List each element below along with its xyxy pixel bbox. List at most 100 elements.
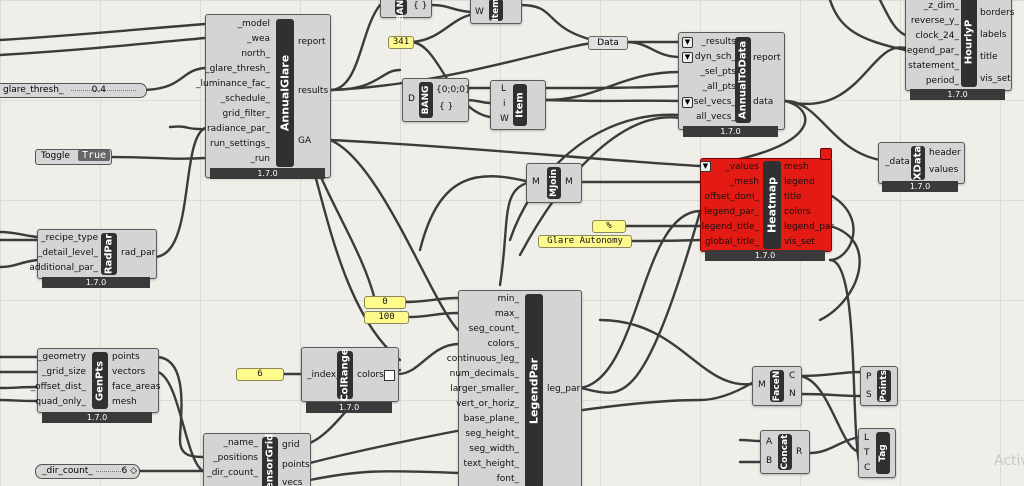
item-mid-component[interactable]: L i W Item xyxy=(490,80,546,130)
item-mid-input-w[interactable]: W xyxy=(500,114,509,124)
output-points[interactable]: points xyxy=(282,460,310,470)
facen-input-m[interactable]: M xyxy=(758,380,766,390)
input-period[interactable]: period_ xyxy=(925,76,959,86)
input-offset-dom[interactable]: offset_dom_ xyxy=(704,192,759,202)
input-additional-par[interactable]: additional_par_ xyxy=(29,263,98,273)
facen-output-c[interactable]: C xyxy=(789,371,796,381)
heatmap-component[interactable]: ▼ _values _mesh offset_dom_ legend_par_ … xyxy=(700,158,834,252)
radpar-component[interactable]: _recipe_type _detail_level_ additional_p… xyxy=(29,229,157,279)
bang-top-component[interactable]: BANG { } xyxy=(380,0,432,21)
output-legend[interactable]: legend xyxy=(784,177,815,187)
concat-component[interactable]: A B Concat R xyxy=(760,430,810,474)
slider-track[interactable] xyxy=(96,471,121,472)
input-continuous-leg[interactable]: continuous_leg_ xyxy=(446,354,519,364)
input-sel-vecs[interactable]: sel_vecs_ xyxy=(693,97,736,107)
slider-track[interactable] xyxy=(71,90,136,91)
input-luminance-fac[interactable]: _luminance_fac_ xyxy=(195,79,270,89)
output-report[interactable]: report xyxy=(298,37,326,47)
heatmap-status-indicator[interactable] xyxy=(820,148,832,160)
panel-341[interactable]: 341 xyxy=(388,36,414,49)
mjoin-input-m[interactable]: M xyxy=(532,177,540,187)
dir-count-slider[interactable]: _dir_count_ 6 ◇ xyxy=(35,464,140,479)
input-dir-count[interactable]: _dir_count_ xyxy=(207,468,258,478)
input-seg-count[interactable]: seg_count_ xyxy=(468,324,519,334)
item-top-input-w[interactable]: W xyxy=(475,7,484,17)
input-recipe-type[interactable]: _recipe_type xyxy=(41,233,98,243)
input-dyn-sch[interactable]: dyn_sch_ xyxy=(694,52,736,62)
input-glare-thresh[interactable]: _glare_thresh_ xyxy=(205,64,270,74)
output-vis-set[interactable]: vis_set xyxy=(784,237,815,247)
bang-mid-input-d[interactable]: D xyxy=(408,94,415,104)
output-points[interactable]: points xyxy=(112,352,140,362)
input-positions[interactable]: _positions xyxy=(213,453,258,463)
toggle-run[interactable]: Toggle True xyxy=(35,149,112,165)
xdata-component[interactable]: _data XData header values xyxy=(878,142,965,184)
item-mid-input-i[interactable]: i xyxy=(503,99,506,109)
genpts-component[interactable]: _geometry _grid_size _offset_dist_ quad_… xyxy=(31,348,160,413)
input-all-vecs[interactable]: all_vecs_ xyxy=(695,112,736,122)
output-borders[interactable]: borders xyxy=(980,8,1015,18)
input-all-pts[interactable]: _all_pts xyxy=(702,82,736,92)
input-values[interactable]: _values xyxy=(725,162,759,172)
facen-component[interactable]: M FaceN C N xyxy=(752,366,802,406)
input-legend-par[interactable]: legend_par_ xyxy=(704,207,759,217)
input-run-settings[interactable]: run_settings_ xyxy=(210,139,270,149)
points-component[interactable]: P S Points xyxy=(860,366,898,406)
tag-input-l[interactable]: L xyxy=(864,433,870,443)
item-mid-input-l[interactable]: L xyxy=(501,84,507,94)
input-max[interactable]: max_ xyxy=(494,309,519,319)
input-detail-level[interactable]: _detail_level_ xyxy=(37,248,98,258)
facen-output-n[interactable]: N xyxy=(789,389,796,399)
input-offset-dist[interactable]: _offset_dist_ xyxy=(30,382,86,392)
input-name[interactable]: _name_ xyxy=(223,438,258,448)
output-leg-par[interactable]: leg_par xyxy=(547,384,581,394)
output-results[interactable]: results xyxy=(298,86,329,96)
input-seg-height[interactable]: seg_height_ xyxy=(465,429,519,439)
output-mesh[interactable]: mesh xyxy=(112,397,137,407)
annual-to-data-component[interactable]: ▼ ▼ ▼ _results dyn_sch_ _sel_pts _all_pt… xyxy=(678,32,785,130)
output-data[interactable]: data xyxy=(753,97,774,107)
output-vis-set[interactable]: vis_set xyxy=(980,74,1011,84)
input-base-plane[interactable]: base_plane_ xyxy=(463,414,519,424)
input-font[interactable]: font_ xyxy=(496,474,519,484)
legendpar-component[interactable]: min_ max_ seg_count_ colors_ continuous_… xyxy=(447,290,582,486)
sensorgrid-component[interactable]: _name_ _positions _dir_count_ SensorGrid… xyxy=(203,433,311,486)
points-input-s[interactable]: S xyxy=(866,390,872,400)
input-model[interactable]: _model xyxy=(237,19,270,29)
input-reverse-y[interactable]: reverse_y_ xyxy=(910,16,959,26)
colrange-component[interactable]: _index_ ColRange colors xyxy=(301,347,399,402)
input-geometry[interactable]: _geometry xyxy=(37,352,86,362)
input-legend-par[interactable]: legend_par_ xyxy=(904,46,959,56)
input-run[interactable]: _run xyxy=(250,154,270,164)
input-min[interactable]: min_ xyxy=(497,294,519,304)
input-results[interactable]: _results xyxy=(701,37,736,47)
input-global-title[interactable]: global_title_ xyxy=(704,237,759,247)
input-grid-size[interactable]: _grid_size xyxy=(41,367,86,377)
output-vecs[interactable]: vecs xyxy=(282,478,303,486)
input-index[interactable]: _index_ xyxy=(307,370,341,380)
output-report[interactable]: report xyxy=(753,53,781,63)
panel-percent[interactable]: % xyxy=(592,220,626,233)
input-quad-only[interactable]: quad_only_ xyxy=(35,397,86,407)
bang-mid-component[interactable]: D BANG {0;0;0} { } xyxy=(402,78,471,122)
input-z-dim[interactable]: _z_dim_ xyxy=(923,1,959,11)
output-colors[interactable]: colors xyxy=(357,370,384,380)
output-vectors[interactable]: vectors xyxy=(112,367,146,377)
concat-output-r[interactable]: R xyxy=(796,447,803,457)
input-schedule[interactable]: _schedule_ xyxy=(220,94,270,104)
panel-100[interactable]: 100 xyxy=(364,311,409,324)
output-values[interactable]: values xyxy=(929,165,959,175)
input-num-decimals[interactable]: num_decimals_ xyxy=(449,369,519,379)
input-vert-or-horiz[interactable]: vert_or_horiz_ xyxy=(456,399,519,409)
annual-glare-component[interactable]: AnnualGlare _model _wea north_ _glare_th… xyxy=(196,14,331,178)
input-sel-pts[interactable]: _sel_pts xyxy=(700,67,736,77)
toggle-value[interactable]: True xyxy=(78,150,111,161)
input-radiance-par[interactable]: radiance_par_ xyxy=(206,124,270,134)
panel-glare-autonomy[interactable]: Glare Autonomy xyxy=(538,235,632,248)
output-title[interactable]: title xyxy=(980,52,998,62)
item-top-component[interactable]: W Item xyxy=(470,0,522,24)
input-data[interactable]: _data xyxy=(885,157,910,167)
output-grid[interactable]: grid xyxy=(282,440,300,450)
input-seg-width[interactable]: seg_width_ xyxy=(469,444,519,454)
